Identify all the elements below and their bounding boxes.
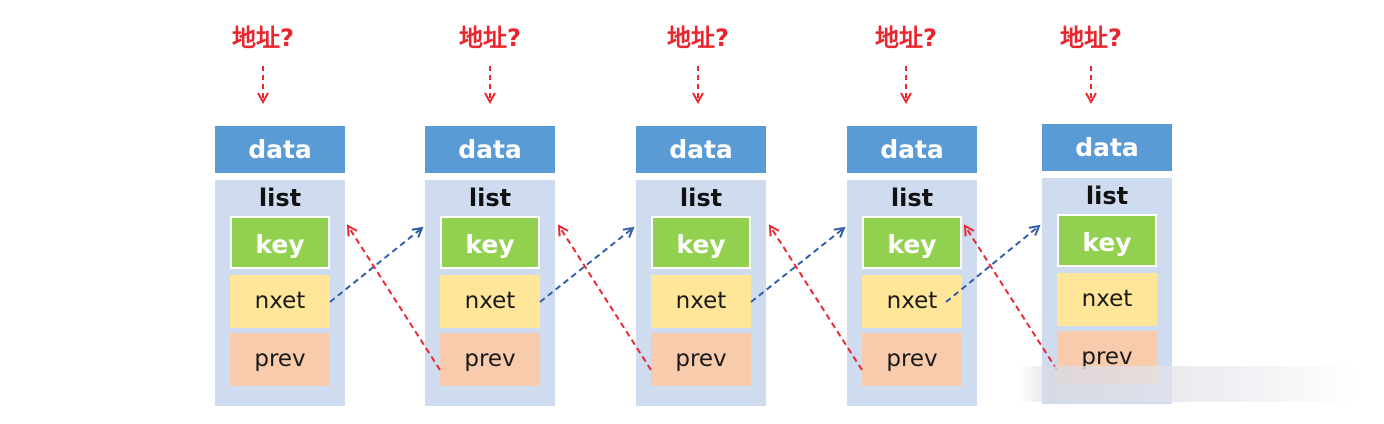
- address-label: 地址?: [1060, 24, 1122, 52]
- address-label: 地址?: [459, 24, 521, 52]
- prev-arrow-1: [348, 226, 441, 371]
- prev-arrow-3: [770, 226, 863, 371]
- prev-arrow-4: [965, 226, 1058, 371]
- key-cell: key: [862, 216, 962, 269]
- prev-arrows: [348, 226, 1058, 371]
- next-arrows: [329, 226, 1039, 303]
- list-box: list key nxet prev: [425, 180, 555, 406]
- list-title: list: [890, 184, 934, 212]
- list-box: list key nxet prev: [215, 180, 345, 406]
- data-box: data: [636, 126, 766, 173]
- prev-arrow-2: [559, 226, 652, 371]
- data-box: data: [215, 126, 345, 173]
- address-arrows: [263, 66, 1091, 102]
- prev-cell: prev: [230, 333, 330, 386]
- blurred-watermark: [1018, 366, 1358, 402]
- data-box: data: [425, 126, 555, 173]
- prev-cell: prev: [651, 333, 751, 386]
- list-box: list key nxet prev: [847, 180, 977, 406]
- list-title: list: [468, 184, 512, 212]
- next-cell: nxet: [440, 275, 540, 328]
- key-cell: key: [230, 216, 330, 269]
- address-label: 地址?: [232, 24, 294, 52]
- key-cell: key: [440, 216, 540, 269]
- data-box: data: [1042, 124, 1172, 171]
- address-label: 地址?: [875, 24, 937, 52]
- prev-cell: prev: [440, 333, 540, 386]
- next-arrow-4: [945, 226, 1039, 303]
- next-cell: nxet: [651, 275, 751, 328]
- list-title: list: [679, 184, 723, 212]
- key-cell: key: [651, 216, 751, 269]
- address-label: 地址?: [667, 24, 729, 52]
- next-cell: nxet: [862, 275, 962, 328]
- prev-cell: prev: [862, 333, 962, 386]
- next-arrow-1: [329, 228, 422, 303]
- list-title: list: [1085, 182, 1129, 210]
- next-arrow-3: [750, 228, 844, 303]
- next-cell: nxet: [1057, 273, 1157, 326]
- data-box: data: [847, 126, 977, 173]
- next-cell: nxet: [230, 275, 330, 328]
- list-box: list key nxet prev: [636, 180, 766, 406]
- list-title: list: [258, 184, 302, 212]
- key-cell: key: [1057, 214, 1157, 267]
- next-arrow-2: [539, 228, 633, 303]
